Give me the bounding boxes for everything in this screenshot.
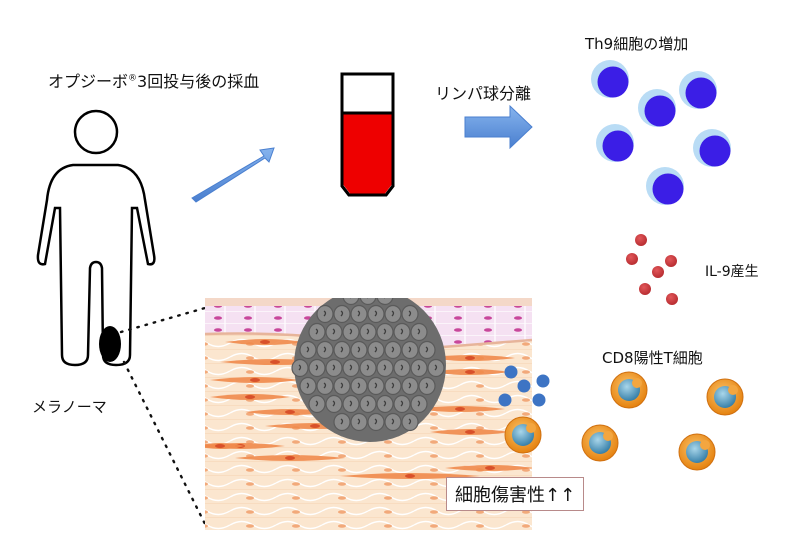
arrow-to-tube-icon xyxy=(191,147,275,203)
th9-cell xyxy=(679,71,717,109)
blood-tube-icon xyxy=(340,72,395,197)
blood-draw-detail: 3回投与後の採血 xyxy=(137,72,260,91)
cd8-t-cell xyxy=(706,378,744,416)
il9-dot xyxy=(626,253,638,265)
tumor-cell xyxy=(342,298,360,306)
tissue-illustration xyxy=(205,298,532,530)
il9-dots xyxy=(626,234,678,305)
cytokine-dot xyxy=(532,393,546,407)
melanoma-label: メラノーマ xyxy=(32,398,107,416)
th9-cell xyxy=(693,129,731,167)
person-figure xyxy=(36,109,156,367)
il9-dot xyxy=(639,283,651,295)
cytokine-dot xyxy=(517,379,531,393)
blood-draw-label: オプジーボ®3回投与後の採血 xyxy=(48,68,259,92)
melanoma-lesion xyxy=(99,326,121,362)
th9-cell xyxy=(646,167,684,205)
cytokine-dot xyxy=(536,374,550,388)
cd8-t-cell-label: CD8陽性T細胞 xyxy=(602,349,703,367)
th9-cells xyxy=(591,60,731,205)
lymphocyte-separation-label: リンパ球分離 xyxy=(435,84,532,103)
cytokine-dot xyxy=(504,365,518,379)
cd8-t-cell xyxy=(678,433,716,471)
zoom-connector-lines xyxy=(119,306,209,530)
cytotoxicity-label: 細胞傷害性↑↑ xyxy=(446,477,585,511)
th9-increase-label: Th9細胞の増加 xyxy=(585,35,689,53)
cd8-t-cell xyxy=(504,416,542,454)
separation-arrow-icon xyxy=(464,104,533,150)
il9-dot xyxy=(666,293,678,305)
cd8-t-cell xyxy=(610,371,648,409)
tumor-cell xyxy=(359,298,377,306)
cd8-t-cell xyxy=(581,424,619,462)
registered-mark: ® xyxy=(128,73,138,84)
th9-cell xyxy=(591,60,629,98)
il9-dot xyxy=(635,234,647,246)
th9-cell xyxy=(596,124,634,162)
il9-dot xyxy=(665,255,677,267)
cytokine-dots xyxy=(498,365,550,407)
cd8-t-cells xyxy=(504,371,744,471)
th9-cell xyxy=(638,89,676,127)
tumor-cell xyxy=(376,298,394,306)
il9-dot xyxy=(652,266,664,278)
person-head xyxy=(73,109,119,155)
person-body xyxy=(36,163,156,367)
il9-production-label: IL-9産生 xyxy=(705,264,759,280)
cytokine-dot xyxy=(498,393,512,407)
tumor-mass xyxy=(291,298,446,442)
drug-name: オプジーボ xyxy=(48,72,129,91)
